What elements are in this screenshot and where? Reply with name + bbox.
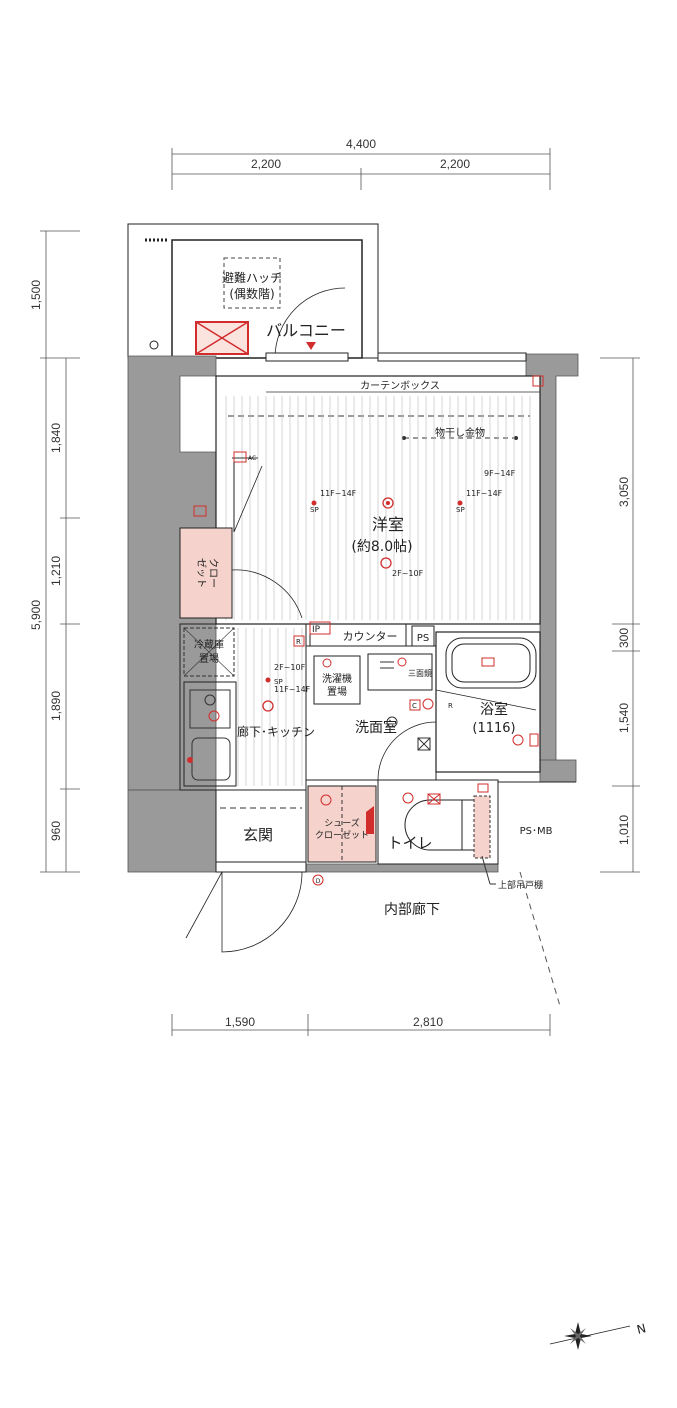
- dim-left-1: 1,840: [49, 423, 63, 453]
- dim-left-3: 1,890: [49, 691, 63, 721]
- top-dimensions: [171, 148, 551, 190]
- dim-left-2: 1,210: [49, 556, 63, 586]
- bathroom: [435, 631, 541, 773]
- d-label: D: [316, 878, 321, 885]
- closet: [179, 451, 303, 619]
- window-frames: [265, 352, 527, 362]
- r2-label: R: [448, 702, 453, 710]
- dim-left-4: 960: [49, 821, 63, 841]
- toilet-label: トイレ: [387, 834, 432, 852]
- balcony-label: バルコニー: [266, 321, 346, 340]
- sp-e-label: SP: [274, 678, 283, 686]
- ip-label: IP: [312, 625, 321, 635]
- closet-label-1: クロー: [207, 558, 219, 588]
- dim-right-2: 300: [617, 628, 631, 648]
- toilet: [377, 779, 499, 885]
- washroom: [305, 645, 437, 781]
- upper-shelf-label: 上部吊戸棚: [498, 879, 543, 891]
- sp-d-note: 2F~10F: [274, 663, 306, 672]
- shoe-closet-label-2: クローゼット: [315, 829, 369, 841]
- sp-e-note: 11F~14F: [274, 685, 311, 694]
- sp-b-label: SP: [456, 506, 465, 514]
- western-room-label: 洋室: [372, 515, 404, 534]
- fridge-label-2: 置場: [199, 652, 219, 665]
- curtain-box-label: カーテンボックス: [360, 380, 440, 392]
- left-dimensions: [40, 230, 80, 873]
- sp-c-note: 2F~10F: [392, 569, 424, 578]
- fridge-label-1: 冷蔵庫: [194, 638, 224, 651]
- corridor-label: 内部廊下: [384, 901, 440, 918]
- western-room: [215, 375, 544, 786]
- dim-right-1: 3,050: [617, 477, 631, 507]
- ps-mb-label: PS･MB: [520, 826, 553, 837]
- dim-right-3: 1,540: [617, 703, 631, 733]
- ps-label: PS: [417, 633, 429, 644]
- right-dimensions: [600, 357, 640, 873]
- washer-label-2: 置場: [327, 685, 347, 698]
- shoe-closet: [307, 785, 377, 863]
- r1-label: R: [296, 638, 301, 646]
- hall-kitchen-label: 廊下･キッチン: [237, 724, 315, 739]
- counter-label: カウンター: [343, 630, 398, 643]
- north-label: N: [635, 1321, 647, 1337]
- closet-label-2: ゼット: [195, 558, 207, 588]
- corridor-line: [519, 871, 561, 1007]
- dim-top-right: 2,200: [440, 157, 470, 171]
- sp-a-note: 11F~14F: [320, 489, 357, 498]
- ac-label: AC: [248, 455, 256, 462]
- entrance-label: 玄関: [243, 826, 273, 844]
- western-room-size: (約8.0帖): [351, 539, 412, 555]
- dim-left-balcony: 1,500: [29, 280, 43, 310]
- sp-b-note: 11F~14F: [466, 489, 503, 498]
- north-arrow-icon: [549, 1322, 631, 1350]
- note-9f14f: 9F~14F: [484, 469, 516, 478]
- bathroom-label: 浴室: [480, 701, 508, 718]
- bathroom-size: (1116): [472, 721, 515, 736]
- dim-top-total: 4,400: [346, 137, 376, 151]
- washer-label-1: 洗濯機: [322, 672, 352, 685]
- dim-right-4: 1,010: [617, 815, 631, 845]
- laundry-pole-label: 物干し金物: [435, 426, 485, 439]
- hatch-label-2: (偶数階): [229, 286, 274, 301]
- sp-a-label: SP: [310, 506, 319, 514]
- sanmenkyo-label: 三面鏡: [408, 668, 432, 678]
- c-label: C: [412, 702, 417, 710]
- washroom-label: 洗面室: [355, 719, 397, 736]
- dim-bottom-right: 2,810: [413, 1015, 443, 1029]
- dim-top-left: 2,200: [251, 157, 281, 171]
- dim-left-total: 5,900: [29, 600, 43, 630]
- shoe-closet-label-1: シューズ: [324, 817, 360, 829]
- dim-bottom-left: 1,590: [225, 1015, 255, 1029]
- bottom-dimensions: [171, 1014, 551, 1036]
- hatch-label-1: 避難ハッチ: [222, 270, 282, 285]
- entrance: [185, 789, 324, 953]
